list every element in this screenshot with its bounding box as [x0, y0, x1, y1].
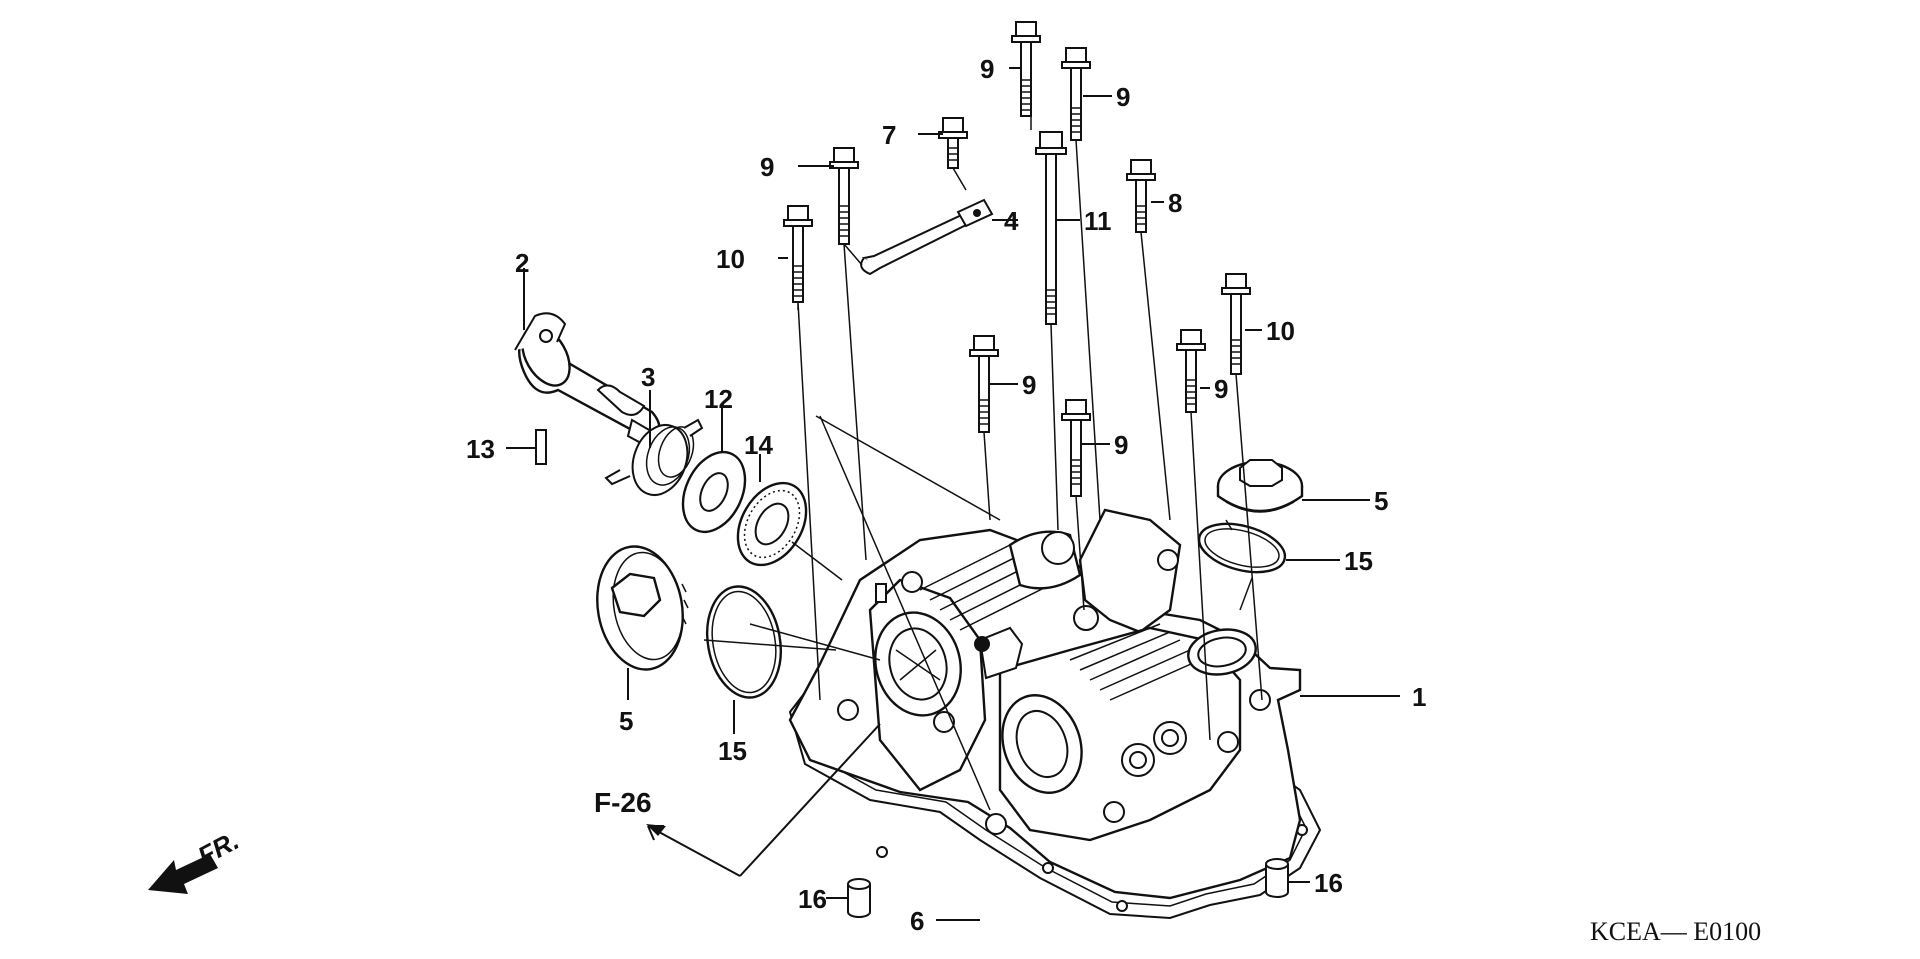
callout-leader-lines — [506, 67, 1400, 921]
callout-11: 11 — [1084, 206, 1112, 236]
o-ring-15-right — [1197, 522, 1287, 574]
shaft-2 — [514, 312, 661, 450]
oil-seal-14 — [736, 481, 808, 567]
assembly-guide-lines — [703, 116, 1263, 811]
callout-13: 13 — [466, 434, 495, 464]
callout-15-left: 15 — [718, 736, 747, 766]
callout-2: 2 — [515, 248, 529, 278]
front-direction-arrow: FR. — [148, 825, 244, 894]
callout-15-right: 15 — [1344, 546, 1373, 576]
diagram-code: KCEA— E0100 — [1590, 917, 1761, 946]
bolt-10-left — [783, 205, 813, 303]
reference-label-f26: F-26 — [594, 787, 652, 818]
callout-16-right: 16 — [1314, 868, 1343, 898]
bolt-9-top-center — [1011, 21, 1041, 117]
callout-9-middle: 9 — [1022, 370, 1036, 400]
callout-9-top-center: 9 — [980, 54, 994, 84]
filler-cap-5-right — [1216, 459, 1304, 513]
dowel-pin-16-right — [1265, 858, 1289, 898]
filler-cap-5-left — [596, 545, 689, 671]
callout-5-left: 5 — [619, 706, 633, 736]
callout-9-top-right: 9 — [1116, 82, 1130, 112]
callout-9-right: 9 — [1214, 374, 1228, 404]
reference-arrow-head — [646, 824, 666, 836]
callout-4: 4 — [1004, 206, 1019, 236]
callout-3: 3 — [641, 362, 655, 392]
bolt-10-right — [1221, 273, 1251, 375]
bolt-9-right — [1176, 329, 1206, 413]
callout-10-left: 10 — [716, 244, 745, 274]
bolt-9-upper-left — [829, 147, 859, 245]
bolt-7 — [938, 117, 968, 169]
callout-1: 1 — [1412, 682, 1426, 712]
bolt-11-long — [1035, 131, 1067, 325]
dowel-pin-16-left — [847, 878, 871, 918]
callout-16-left: 16 — [798, 884, 827, 914]
bolt-8 — [1126, 159, 1156, 233]
o-ring-15-left — [706, 585, 782, 699]
cylinder-head-cover-1 — [788, 508, 1302, 900]
callout-12: 12 — [704, 384, 733, 414]
callout-14: 14 — [744, 430, 773, 460]
callout-8: 8 — [1168, 188, 1182, 218]
callout-6: 6 — [910, 906, 924, 936]
callout-9-upper-left: 9 — [760, 152, 774, 182]
pin-13 — [535, 429, 547, 465]
callout-7: 7 — [882, 120, 896, 150]
callout-9-lower: 9 — [1114, 430, 1128, 460]
callout-10-right: 10 — [1266, 316, 1295, 346]
bolt-9-lower — [1061, 399, 1091, 497]
spring-3 — [604, 418, 704, 496]
bolt-9-top-right — [1061, 47, 1091, 141]
washer-12 — [681, 450, 747, 534]
callout-5-right: 5 — [1374, 486, 1388, 516]
bolt-9-middle — [969, 335, 999, 433]
bracket-4 — [860, 198, 994, 276]
